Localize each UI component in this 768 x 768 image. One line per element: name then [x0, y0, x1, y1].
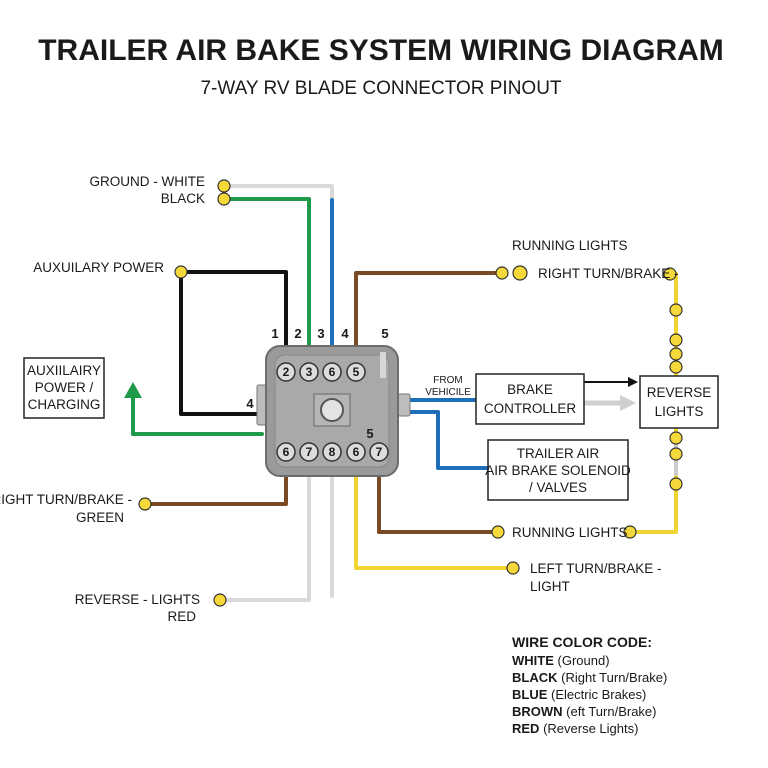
label-vehicle: VEHICILE: [425, 387, 471, 398]
color-legend: WIRE COLOR CODE: WHITE (Ground) BLACK (R…: [512, 634, 667, 736]
svg-text:6: 6: [283, 445, 290, 459]
svg-text:5: 5: [366, 426, 373, 441]
svg-text:WHITE (Ground): WHITE (Ground): [512, 653, 610, 668]
center-pin: [320, 398, 344, 422]
wire-yellow-left-turn: [354, 450, 515, 570]
svg-text:1: 1: [271, 326, 278, 341]
wire-black-aux: [179, 270, 288, 416]
svg-text:AIR BRAKE SOLENOID: AIR BRAKE SOLENOID: [485, 463, 631, 478]
page-title: TRAILER AIR BAKE SYSTEM WIRING DIAGRAM: [38, 34, 724, 67]
svg-text:CONTROLLER: CONTROLLER: [484, 401, 577, 416]
svg-text:7: 7: [376, 445, 383, 459]
svg-text:5: 5: [353, 365, 360, 379]
label-from: FROM: [433, 375, 462, 386]
terminals: [138, 179, 683, 607]
svg-text:LIGHTS: LIGHTS: [655, 404, 704, 419]
box-reverse-lights: REVERSE LIGHTS: [639, 375, 719, 429]
svg-text:8: 8: [329, 445, 336, 459]
box-brake-controller: BRAKE CONTROLLER: [475, 373, 585, 425]
svg-text:/ VALVES: / VALVES: [529, 480, 587, 495]
svg-text:5: 5: [381, 326, 388, 341]
svg-text:BLUE (Electric Brakes): BLUE (Electric Brakes): [512, 687, 646, 702]
label-red: RED: [167, 609, 196, 624]
svg-text:REVERSE: REVERSE: [647, 385, 712, 400]
label-ground-white: GROUND - WHITE: [90, 174, 206, 189]
svg-text:4: 4: [246, 396, 254, 411]
svg-text:2: 2: [294, 326, 301, 341]
wire-blue-solenoid: [406, 410, 490, 470]
wire-brown-bottom-left: [143, 450, 288, 506]
svg-text:4: 4: [341, 326, 349, 341]
box-aux-charging: AUXIILAIRY POWER / CHARGING: [23, 357, 105, 419]
label-running-lights-bottom: RUNNING LIGHTS: [512, 525, 628, 540]
label-left-turn-brake: LEFT TURN/BRAKE -: [530, 561, 662, 576]
wire-green-charging: [131, 394, 264, 436]
wire-green-top: [222, 197, 311, 370]
pins-top: 2 3 6 5: [276, 362, 366, 382]
arrow-to-charging-icon: [124, 382, 142, 398]
svg-text:RED (Reverse Lights): RED (Reverse Lights): [512, 721, 638, 736]
label-light: LIGHT: [530, 579, 570, 594]
svg-text:BROWN (eft Turn/Brake): BROWN (eft Turn/Brake): [512, 704, 656, 719]
connector: [256, 345, 411, 477]
svg-text:3: 3: [306, 365, 313, 379]
svg-text:6: 6: [329, 365, 336, 379]
svg-text:6: 6: [353, 445, 360, 459]
label-aux-power: AUXUILARY POWER: [33, 260, 164, 275]
label-black: BLACK: [161, 191, 205, 206]
page-subtitle: 7-WAY RV BLADE CONNECTOR PINOUT: [200, 78, 561, 99]
label-green: GREEN: [76, 510, 124, 525]
wire-labels: GROUND - WHITE BLACK AUXUILARY POWER RUN…: [0, 174, 679, 624]
pins-bottom: 6 7 8 6 7: [276, 442, 389, 462]
wire-brown-top: [354, 271, 504, 370]
svg-text:7: 7: [306, 445, 313, 459]
arrow-grey-icon: [620, 395, 636, 411]
svg-text:2: 2: [283, 365, 290, 379]
svg-text:POWER /: POWER /: [35, 380, 94, 395]
svg-text:AUXIILAIRY: AUXIILAIRY: [27, 363, 101, 378]
legend-heading: WIRE COLOR CODE:: [512, 634, 652, 650]
label-reverse-lights: REVERSE - LIGHTS: [75, 592, 200, 607]
wire-brown-bottom-right: [377, 450, 500, 534]
svg-text:3: 3: [317, 326, 324, 341]
arrows: [124, 377, 638, 411]
box-solenoid: TRAILER AIR AIR BRAKE SOLENOID / VALVES: [485, 439, 631, 501]
pin-numbers: 1 2 3 4 5 4 5: [246, 326, 388, 441]
svg-text:BRAKE: BRAKE: [507, 382, 553, 397]
svg-text:TRAILER AIR: TRAILER AIR: [517, 446, 600, 461]
wire-white-reverse: [218, 450, 311, 602]
svg-text:BLACK (Right Turn/Brake): BLACK (Right Turn/Brake): [512, 670, 667, 685]
label-right-turn-brake-left: RIGHT TURN/BRAKE -: [0, 492, 132, 507]
arrow-black-icon: [628, 377, 638, 387]
svg-text:CHARGING: CHARGING: [28, 397, 101, 412]
label-running-lights-top: RUNNING LIGHTS: [512, 238, 628, 253]
label-right-turn-brake-top: RIGHT TURN/BRAKE -: [538, 266, 679, 281]
